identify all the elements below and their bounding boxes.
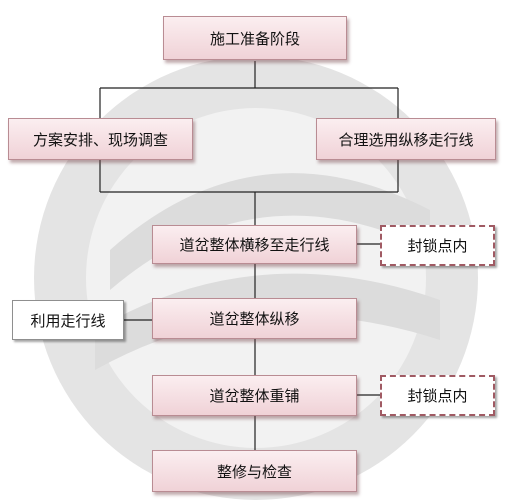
- use-track-label: 利用走行线: [30, 311, 106, 330]
- closure-window-label-1: 封锁点内: [407, 237, 468, 255]
- select-track-label: 合理选用纵移走行线: [338, 130, 474, 149]
- plan-survey-box: 方案安排、现场调查: [8, 118, 193, 160]
- lateral-move-label: 道岔整体横移至走行线: [179, 236, 330, 254]
- inspect-box: 整修与检查: [152, 450, 357, 492]
- inspect-label: 整修与检查: [216, 462, 292, 481]
- relay-label: 道岔整体重铺: [209, 387, 300, 405]
- closure-window-box-1: 封锁点内: [380, 225, 495, 266]
- longitudinal-move-label: 道岔整体纵移: [209, 310, 300, 328]
- use-track-box: 利用走行线: [12, 300, 124, 340]
- prep-stage-box: 施工准备阶段: [163, 16, 347, 60]
- longitudinal-move-box: 道岔整体纵移: [152, 298, 357, 339]
- select-track-box: 合理选用纵移走行线: [316, 118, 496, 160]
- relay-box: 道岔整体重铺: [152, 375, 357, 416]
- lateral-move-box: 道岔整体横移至走行线: [152, 225, 357, 264]
- closure-window-box-2: 封锁点内: [380, 375, 495, 416]
- plan-survey-label: 方案安排、现场调查: [32, 130, 168, 149]
- closure-window-label-2: 封锁点内: [407, 387, 468, 405]
- prep-stage-label: 施工准备阶段: [209, 29, 300, 48]
